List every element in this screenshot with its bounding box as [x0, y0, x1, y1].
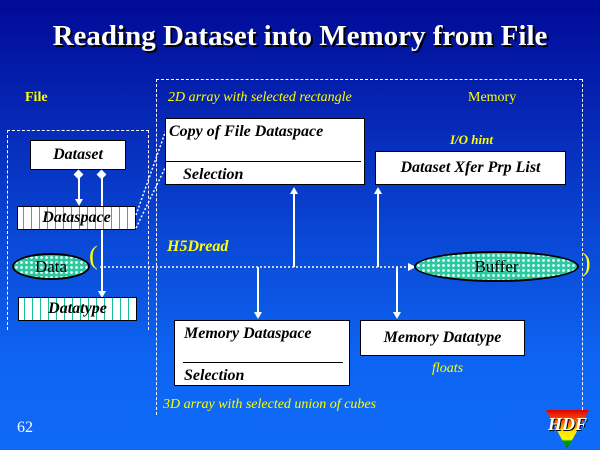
memory-space-description: 3D array with selected union of cubes	[163, 397, 377, 412]
dataspace-box: Dataspace	[17, 206, 136, 230]
dataspace-label: Dataspace	[42, 209, 111, 226]
mem-dataspace-arrowhead	[254, 312, 262, 319]
memory-datatype-label: Memory Datatype	[383, 329, 502, 346]
dataset-to-datatype-line	[101, 178, 103, 294]
slide-title: Reading Dataset into Memory from File	[52, 20, 548, 52]
file-space-description: 2D array with selected rectangle	[168, 90, 352, 105]
memory-dataspace-divider	[183, 362, 343, 363]
dataset-xfer-plist-label: Dataset Xfer Prp List	[400, 159, 541, 176]
memory-datatype-box: Memory Datatype	[360, 320, 525, 356]
memory-region-left-border	[156, 79, 157, 415]
hdf-logo-text: HDF	[547, 414, 587, 434]
memory-dataspace-title: Memory Dataspace	[184, 325, 312, 342]
xfer-plist-arrowhead	[374, 187, 382, 194]
dataset-box: Dataset	[30, 140, 126, 170]
copy-dataspace-arrowhead	[290, 187, 298, 194]
dataspace-arrowhead	[75, 199, 83, 206]
memory-dataspace-box: Memory Dataspace Selection	[174, 320, 350, 386]
open-paren: (	[89, 241, 98, 270]
buffer-label: Buffer	[474, 256, 519, 276]
copy-file-dataspace-divider	[166, 161, 361, 162]
dataset-label: Dataset	[53, 146, 103, 163]
dataset-xfer-plist-box: Dataset Xfer Prp List	[375, 151, 566, 185]
memory-region-right-border	[582, 79, 583, 415]
datatype-arrowhead	[98, 291, 106, 298]
h5dread-to-xfer-line	[377, 193, 379, 267]
h5dread-to-mem-dataspace-line	[257, 267, 259, 313]
copy-file-dataspace-selection: Selection	[183, 166, 244, 183]
file-region-top-border	[7, 130, 149, 131]
memory-dataspace-selection: Selection	[184, 367, 245, 384]
dataset-to-dataspace-line	[78, 178, 80, 200]
memory-region-top-border	[156, 79, 582, 80]
h5dread-to-copy-line	[293, 193, 295, 267]
hdf-logo: HDF	[545, 409, 590, 449]
hdf-logo-triangle	[546, 410, 589, 449]
mem-datatype-arrowhead	[393, 312, 401, 319]
datatype-box: Datatype	[18, 297, 137, 321]
data-ellipse: Data	[12, 253, 90, 280]
floats-label: floats	[432, 361, 464, 376]
buffer-ellipse: Buffer	[414, 251, 579, 282]
close-paren: )	[582, 248, 591, 277]
copy-file-dataspace-title: Copy of File Dataspace	[169, 123, 324, 140]
file-region-left-border	[7, 130, 8, 330]
h5dread-to-mem-datatype-line	[396, 267, 398, 313]
file-region-right-border	[148, 130, 149, 330]
io-hint-label: I/O hint	[450, 132, 493, 147]
file-label: File	[25, 90, 48, 105]
datatype-label: Datatype	[48, 300, 107, 317]
h5dread-label: H5Dread	[167, 238, 229, 255]
data-label: Data	[34, 256, 68, 276]
buffer-arrowhead	[408, 263, 416, 271]
copy-file-dataspace-box: Copy of File Dataspace Selection	[165, 118, 365, 185]
page-number: 62	[17, 419, 33, 436]
memory-label: Memory	[468, 90, 517, 105]
